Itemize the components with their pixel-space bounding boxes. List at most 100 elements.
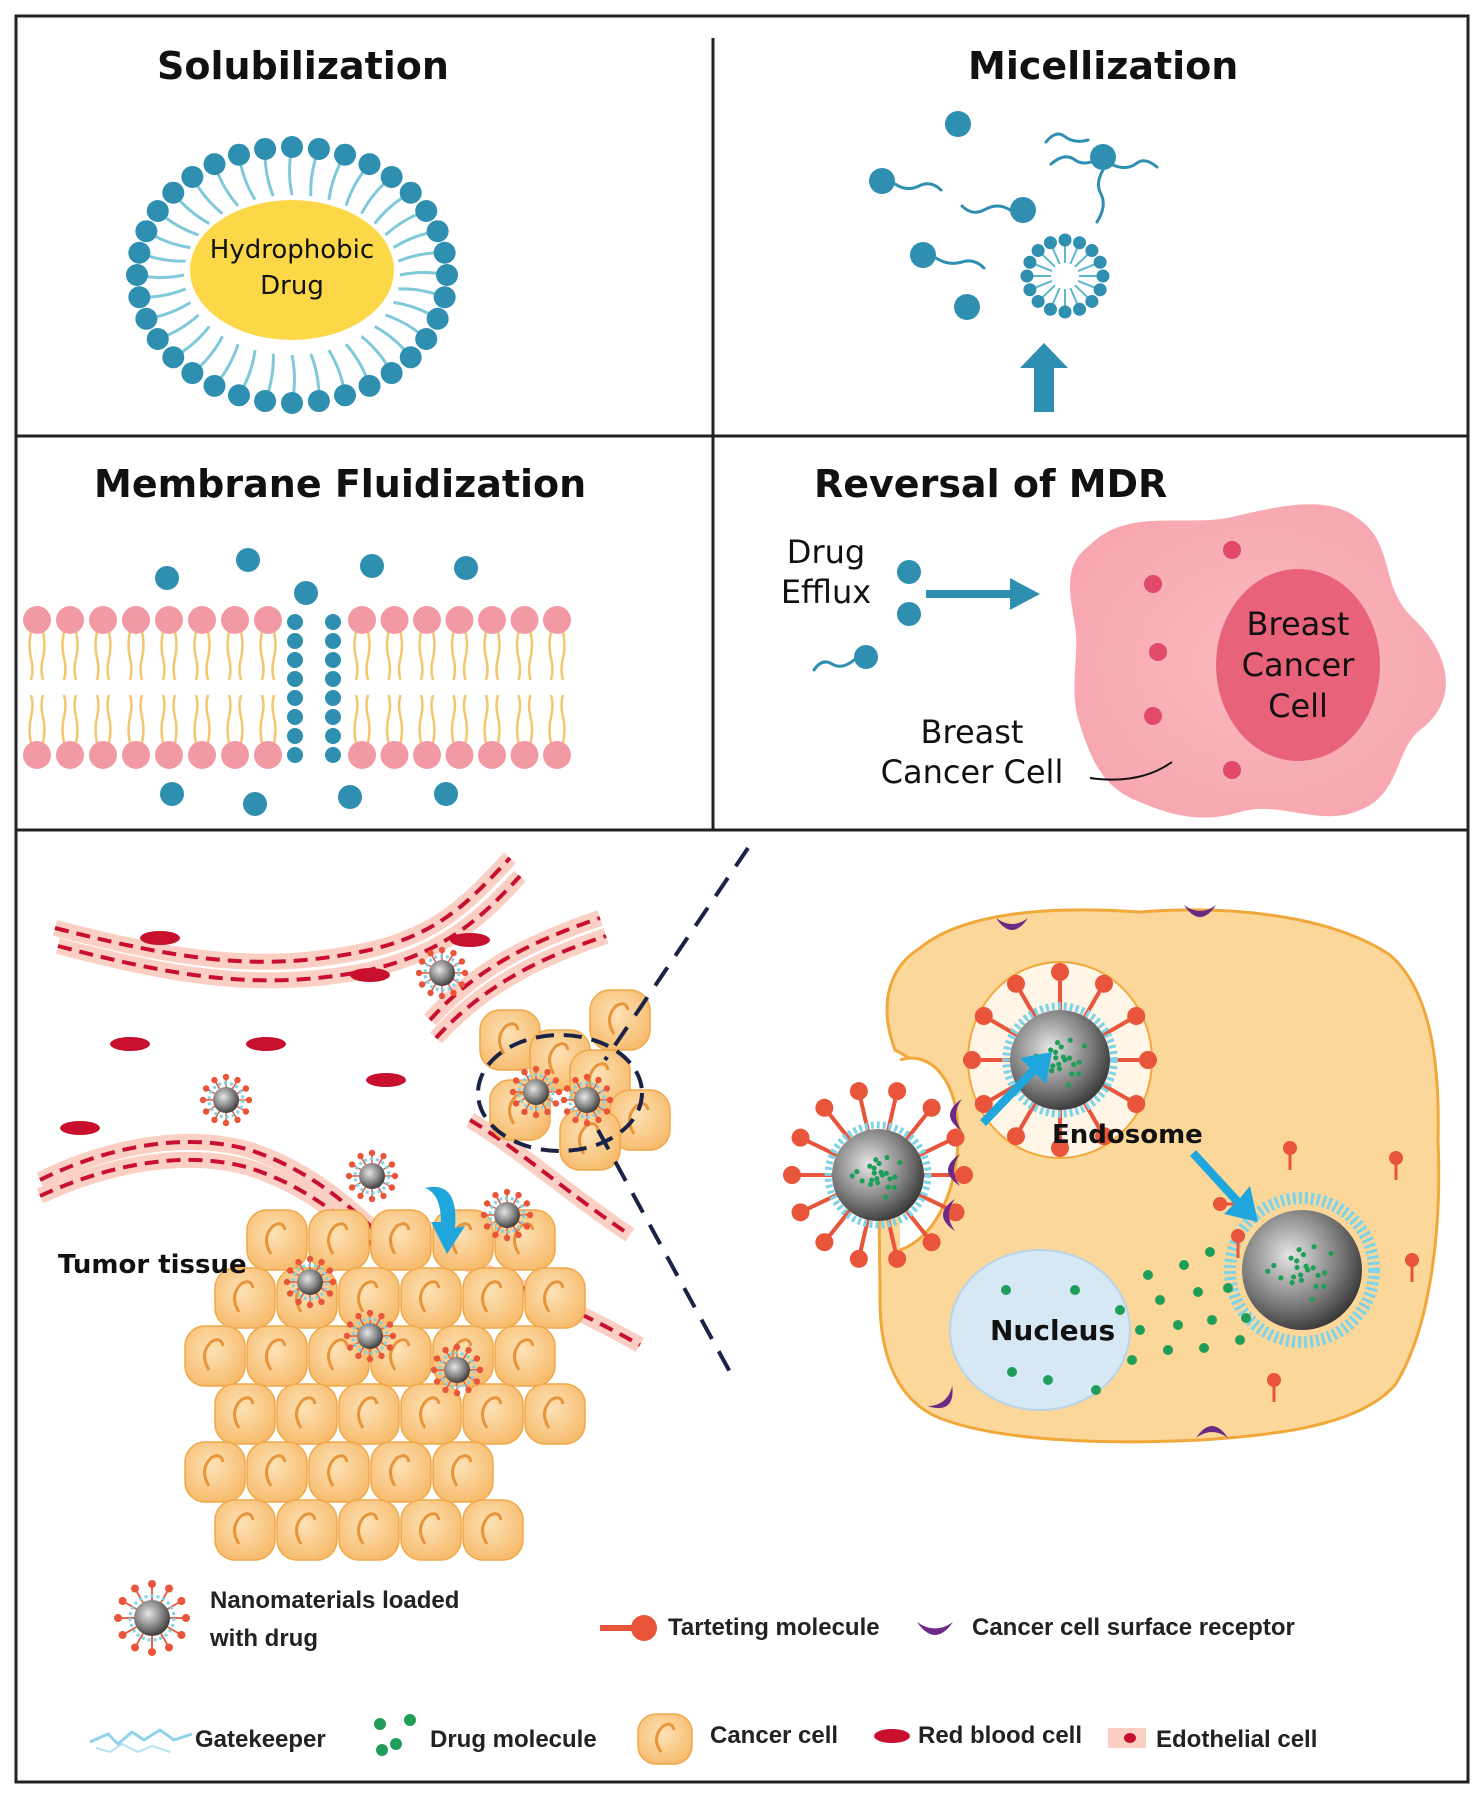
cancer-cell (370, 1441, 432, 1503)
lipid-head (380, 741, 409, 769)
drug-dot (1066, 1055, 1073, 1061)
nanoparticle (415, 946, 469, 1000)
panel-frame (14, 14, 1470, 1784)
legend-receptor-icon (917, 1622, 953, 1635)
released-drug (1205, 1247, 1215, 1257)
lipid-tail (365, 631, 371, 681)
drug-dot (1300, 1252, 1307, 1258)
mdr-cell-label: Breast Cancer Cell (862, 712, 1082, 792)
drug-dot (892, 1174, 898, 1180)
pore-dot (287, 690, 303, 706)
surfactant-head (146, 328, 169, 350)
targeting-head (348, 1184, 356, 1191)
targeting-head (963, 1051, 981, 1069)
free-targeting-molecule (1231, 1229, 1245, 1258)
targeting-head (922, 1233, 941, 1252)
drug-dot (1265, 1268, 1271, 1274)
pore-dot (287, 652, 303, 668)
zoom-line-upper (603, 846, 750, 1062)
cancer-cell-nucleus (327, 1454, 349, 1487)
nucleus-line3: Cell (1268, 687, 1328, 725)
lipid-tail (430, 694, 436, 744)
cancer-cell-nucleus (588, 1062, 610, 1095)
targeting-head (544, 1108, 551, 1116)
cancer-cell (494, 1325, 556, 1387)
cancer-cell (589, 989, 651, 1051)
legend-gatekeeper-icon (95, 1742, 171, 1754)
lipid-tail (483, 694, 489, 744)
targeting-head (245, 1096, 253, 1104)
surfactant-head (146, 200, 169, 222)
breast-cancer-cell-nucleus (1216, 569, 1380, 761)
targeting-head (483, 1200, 491, 1207)
targeting-head (442, 1346, 449, 1354)
targeting-head (791, 1128, 810, 1147)
targeting-head (946, 1203, 965, 1222)
lipid-tail (548, 694, 554, 744)
efflux-arrow (926, 578, 1040, 610)
cancer-cell-nucleus (265, 1222, 287, 1255)
free-targeting-molecule (1283, 1141, 1297, 1170)
targeting-head (450, 989, 457, 997)
legend-targeting-head (631, 1615, 657, 1641)
targeting-head (318, 1258, 325, 1266)
lipid-tail (353, 631, 359, 681)
lipid-tail (430, 631, 436, 681)
drug-dot (1321, 1283, 1327, 1290)
released-drug (1155, 1295, 1165, 1305)
lipid-tail (61, 694, 67, 744)
surfactant-head (334, 384, 357, 407)
drug-dot (876, 1160, 882, 1167)
red-blood-cell (110, 1037, 150, 1051)
mini-head (1093, 255, 1107, 269)
lipid-tail (515, 694, 522, 744)
targeting-head (509, 1088, 517, 1096)
cancer-cell-nucleus (295, 1396, 317, 1429)
targeting-head (357, 1192, 364, 1200)
nanoparticle (560, 1073, 614, 1127)
released-drug (1173, 1320, 1183, 1330)
targeting-head (1405, 1253, 1419, 1267)
extravasation-arrow (425, 1186, 465, 1254)
cancer-cell-nucleus (608, 1002, 630, 1035)
released-drug (1193, 1287, 1203, 1297)
released-drug (1207, 1315, 1217, 1325)
targeting-head (544, 1068, 551, 1076)
targeting-head (572, 1076, 579, 1084)
targeting-head (492, 1231, 499, 1239)
lipid-head (188, 606, 216, 634)
drug-dot (884, 1154, 890, 1161)
legend-drug-dot (376, 1744, 388, 1756)
lipid-head (445, 741, 474, 769)
nanoparticle-core (523, 1079, 549, 1105)
cancer-cell (524, 1267, 586, 1329)
cell-label-line2: Cancer Cell (880, 753, 1064, 791)
drug-dot (871, 1170, 877, 1176)
legend-drug-dot (390, 1738, 402, 1750)
targeting-head (306, 1255, 314, 1263)
lipid-head (89, 606, 117, 634)
targeting-head (114, 1614, 122, 1622)
lipid-tail (127, 631, 133, 681)
gatekeeper-shell (1002, 1002, 1118, 1118)
nanoparticle (343, 1309, 397, 1363)
legend-receptor: Cancer cell surface receptor (972, 1614, 1295, 1641)
cancer-cell-nucleus (357, 1396, 379, 1429)
cancer-cell-nucleus (357, 1512, 379, 1545)
drug-dot (1056, 1066, 1063, 1072)
targeting-head (521, 1068, 528, 1076)
cancer-cell-nucleus (203, 1338, 225, 1371)
targeting-head (483, 1223, 491, 1230)
mini-head (1020, 269, 1034, 283)
legend-drug-dot (374, 1718, 386, 1730)
targeting-head (366, 1309, 374, 1317)
solubilization-title: Solubilization (157, 44, 449, 88)
surfactant-head (135, 220, 158, 243)
cell-drug-dots (1144, 541, 1241, 779)
free-targeting-molecule (1389, 1151, 1403, 1180)
targeting-head (512, 1077, 520, 1084)
surfactant-head (358, 153, 381, 176)
cancer-cell-nucleus (513, 1338, 535, 1371)
cancer-cell (214, 1383, 276, 1445)
